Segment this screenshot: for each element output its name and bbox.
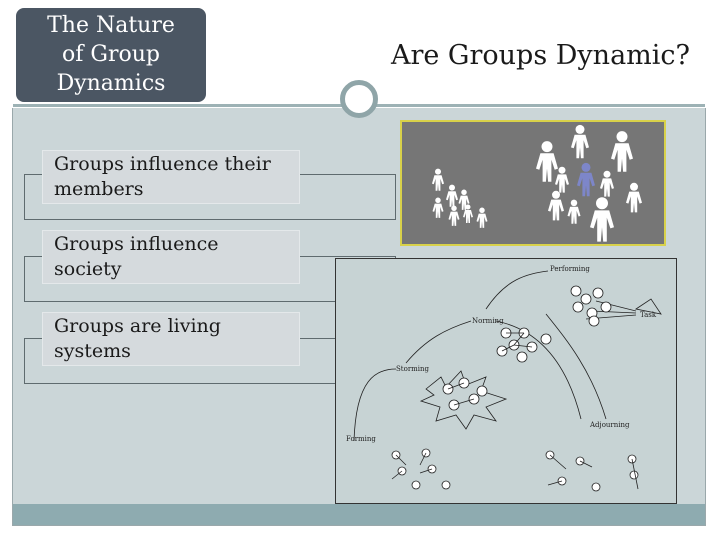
list-item-text: members (54, 177, 288, 202)
ring-ornament-icon (340, 80, 378, 118)
list-item-text: systems (54, 339, 288, 364)
people-group-image (400, 120, 666, 246)
list-item-text: Groups influence (54, 232, 288, 257)
stage-label-forming: Forming (346, 435, 376, 443)
list-item-text: Groups influence their (54, 152, 288, 177)
slide-title: Are Groups Dynamic? (360, 40, 690, 71)
stage-label-performing: Performing (550, 265, 590, 273)
section-title-line: of Group (16, 40, 206, 69)
stage-label-norming: Norming (472, 317, 504, 325)
list-item: Groups influence society (42, 230, 300, 284)
stage-label-task: Task (640, 311, 657, 319)
list-item: Groups influence their members (42, 150, 300, 204)
people-figures-icon (402, 122, 664, 244)
list-item-text: Groups are living (54, 314, 288, 339)
section-title-line: The Nature (16, 11, 206, 40)
stage-label-storming: Storming (396, 365, 430, 373)
list-item: Groups are living systems (42, 312, 300, 366)
section-title-line: Dynamics (16, 69, 206, 98)
footer-band (13, 504, 705, 525)
group-stages-diagram: Forming Storming Norming Performing Adjo… (335, 258, 677, 504)
stage-label-adjourning: Adjourning (589, 421, 630, 429)
section-title-box: The Nature of Group Dynamics (16, 8, 206, 102)
list-item-text: society (54, 257, 288, 282)
